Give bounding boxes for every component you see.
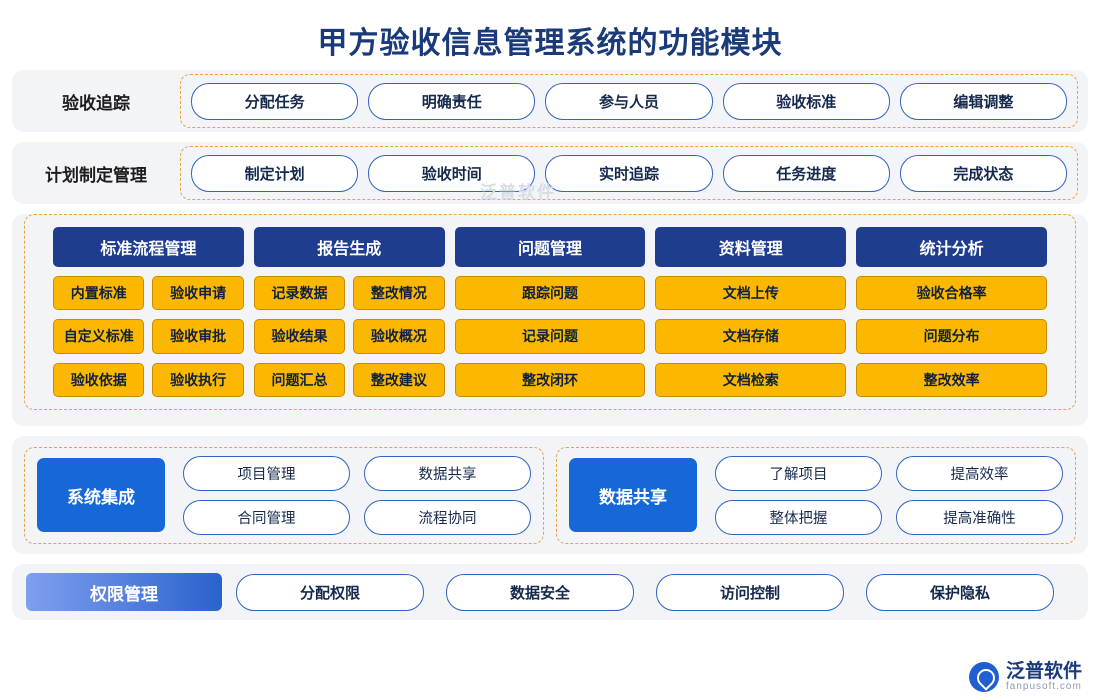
permission-items: 分配权限 数据安全 访问控制 保护隐私: [236, 573, 1074, 611]
core-cell[interactable]: 验收合格率: [856, 276, 1047, 311]
core-subrow: 记录数据 整改情况: [253, 276, 445, 311]
core-column-header[interactable]: 标准流程管理: [53, 227, 244, 267]
core-cell[interactable]: 整改情况: [353, 276, 445, 311]
core-cell[interactable]: 整改建议: [353, 362, 445, 397]
core-column-document: 资料管理 文档上传 文档存储 文档检索: [655, 227, 847, 397]
core-cell[interactable]: 验收审批: [152, 319, 244, 354]
section-plan-label: 计划制定管理: [45, 165, 147, 185]
permission-title-block[interactable]: 权限管理: [26, 573, 222, 611]
tracking-items: 分配任务 明确责任 参与人员 验收标准 编辑调整: [181, 82, 1077, 120]
integration-item[interactable]: 合同管理: [183, 499, 350, 535]
core-subrow: 验收依据 验收执行: [53, 362, 244, 397]
tracking-item[interactable]: 参与人员: [545, 82, 713, 120]
core-subrow: 文档检索: [655, 362, 847, 397]
plan-item[interactable]: 完成状态: [899, 154, 1068, 192]
permission-item[interactable]: 分配权限: [236, 573, 424, 611]
core-subrow: 文档存储: [655, 319, 847, 354]
section-plan: 计划制定管理 制定计划 验收时间 实时追踪 任务进度 完成状态: [12, 142, 1088, 204]
section-tracking: 验收追踪 分配任务 明确责任 参与人员 验收标准 编辑调整: [12, 70, 1088, 132]
permission-item[interactable]: 访问控制: [656, 573, 844, 611]
core-cell[interactable]: 记录数据: [253, 276, 346, 311]
brand-logo-group: 泛普软件 fanpusoft.com: [968, 660, 1082, 692]
integration-item[interactable]: 流程协同: [364, 499, 531, 535]
datashare-item[interactable]: 提高准确性: [896, 499, 1063, 535]
plan-dashed-container: 制定计划 验收时间 实时追踪 任务进度 完成状态: [180, 146, 1078, 200]
core-column-process: 标准流程管理 内置标准 验收申请 自定义标准 验收审批 验收依据 验收执行: [53, 227, 244, 397]
core-cell[interactable]: 问题汇总: [253, 362, 346, 397]
integration-item[interactable]: 数据共享: [364, 455, 531, 491]
plan-item[interactable]: 验收时间: [368, 154, 536, 192]
plan-item[interactable]: 实时追踪: [545, 154, 713, 192]
core-grid: 标准流程管理 内置标准 验收申请 自定义标准 验收审批 验收依据 验收执行 报告…: [35, 227, 1065, 397]
core-cell[interactable]: 整改效率: [856, 362, 1047, 397]
core-subrow: 跟踪问题: [454, 276, 646, 311]
core-cell[interactable]: 跟踪问题: [454, 276, 646, 311]
core-subrow: 自定义标准 验收审批: [53, 319, 244, 354]
plan-items: 制定计划 验收时间 实时追踪 任务进度 完成状态: [181, 154, 1077, 192]
permission-item[interactable]: 数据安全: [446, 573, 634, 611]
core-cell[interactable]: 验收执行: [152, 362, 244, 397]
tracking-item[interactable]: 分配任务: [191, 82, 359, 120]
core-column-statistics: 统计分析 验收合格率 问题分布 整改效率: [856, 227, 1047, 397]
tracking-dashed-container: 分配任务 明确责任 参与人员 验收标准 编辑调整: [180, 74, 1078, 128]
integration-left-group: 系统集成 项目管理 数据共享 合同管理 流程协同: [24, 446, 544, 544]
core-cell[interactable]: 验收结果: [253, 319, 346, 354]
core-cell[interactable]: 记录问题: [454, 319, 646, 354]
datashare-item[interactable]: 整体把握: [715, 499, 882, 535]
integration-right-group: 数据共享 了解项目 提高效率 整体把握 提高准确性: [556, 446, 1076, 544]
fanpu-logo-icon: [968, 661, 999, 692]
core-subrow: 验收合格率: [856, 276, 1047, 311]
core-dashed-container: 标准流程管理 内置标准 验收申请 自定义标准 验收审批 验收依据 验收执行 报告…: [24, 214, 1076, 410]
section-core: 标准流程管理 内置标准 验收申请 自定义标准 验收审批 验收依据 验收执行 报告…: [12, 214, 1088, 426]
core-column-header[interactable]: 报告生成: [253, 227, 445, 267]
core-column-header[interactable]: 资料管理: [655, 227, 847, 267]
section-tracking-label: 验收追踪: [62, 93, 130, 113]
core-subrow: 问题分布: [856, 319, 1047, 354]
core-cell[interactable]: 文档检索: [655, 362, 847, 397]
core-cell[interactable]: 内置标准: [53, 276, 145, 311]
page-title: 甲方验收信息管理系统的功能模块: [317, 27, 783, 60]
core-cell[interactable]: 自定义标准: [53, 319, 145, 354]
core-cell[interactable]: 文档上传: [655, 276, 847, 311]
core-cell[interactable]: 验收依据: [53, 362, 145, 397]
core-subrow: 内置标准 验收申请: [53, 276, 244, 311]
integration-item[interactable]: 项目管理: [183, 455, 350, 491]
core-column-issue: 问题管理 跟踪问题 记录问题 整改闭环: [454, 227, 646, 397]
core-column-header[interactable]: 统计分析: [856, 227, 1047, 267]
integration-left-items: 项目管理 数据共享 合同管理 流程协同: [177, 455, 531, 535]
brand-name-en: fanpusoft.com: [1005, 680, 1082, 692]
core-subrow: 整改闭环: [454, 362, 646, 397]
core-subrow: 验收结果 验收概况: [253, 319, 445, 354]
core-cell[interactable]: 文档存储: [655, 319, 847, 354]
plan-item[interactable]: 任务进度: [722, 154, 890, 192]
core-subrow: 记录问题: [454, 319, 646, 354]
core-subrow: 整改效率: [856, 362, 1047, 397]
datashare-item[interactable]: 了解项目: [715, 455, 882, 491]
plan-item[interactable]: 制定计划: [191, 154, 359, 192]
core-cell[interactable]: 整改闭环: [454, 362, 646, 397]
tracking-item[interactable]: 明确责任: [368, 82, 536, 120]
brand-name-cn: 泛普软件: [1005, 660, 1082, 682]
tracking-item[interactable]: 验收标准: [722, 82, 890, 120]
core-column-header[interactable]: 问题管理: [454, 227, 646, 267]
datashare-item[interactable]: 提高效率: [896, 455, 1063, 491]
core-cell[interactable]: 验收申请: [152, 276, 244, 311]
tracking-item[interactable]: 编辑调整: [899, 82, 1068, 120]
section-permission: 权限管理 分配权限 数据安全 访问控制 保护隐私: [12, 564, 1088, 620]
datashare-title-block[interactable]: 数据共享: [569, 458, 697, 532]
permission-item[interactable]: 保护隐私: [866, 573, 1054, 611]
core-column-report: 报告生成 记录数据 整改情况 验收结果 验收概况 问题汇总 整改建议: [253, 227, 445, 397]
core-cell[interactable]: 问题分布: [856, 319, 1047, 354]
integration-title-block[interactable]: 系统集成: [37, 458, 165, 532]
brand-text: 泛普软件 fanpusoft.com: [1005, 660, 1082, 692]
core-cell[interactable]: 验收概况: [353, 319, 445, 354]
integration-right-items: 了解项目 提高效率 整体把握 提高准确性: [709, 455, 1063, 535]
core-subrow: 文档上传: [655, 276, 847, 311]
core-subrow: 问题汇总 整改建议: [253, 362, 445, 397]
section-integration: 系统集成 项目管理 数据共享 合同管理 流程协同 数据共享 了解项目 提高效率 …: [12, 436, 1088, 554]
